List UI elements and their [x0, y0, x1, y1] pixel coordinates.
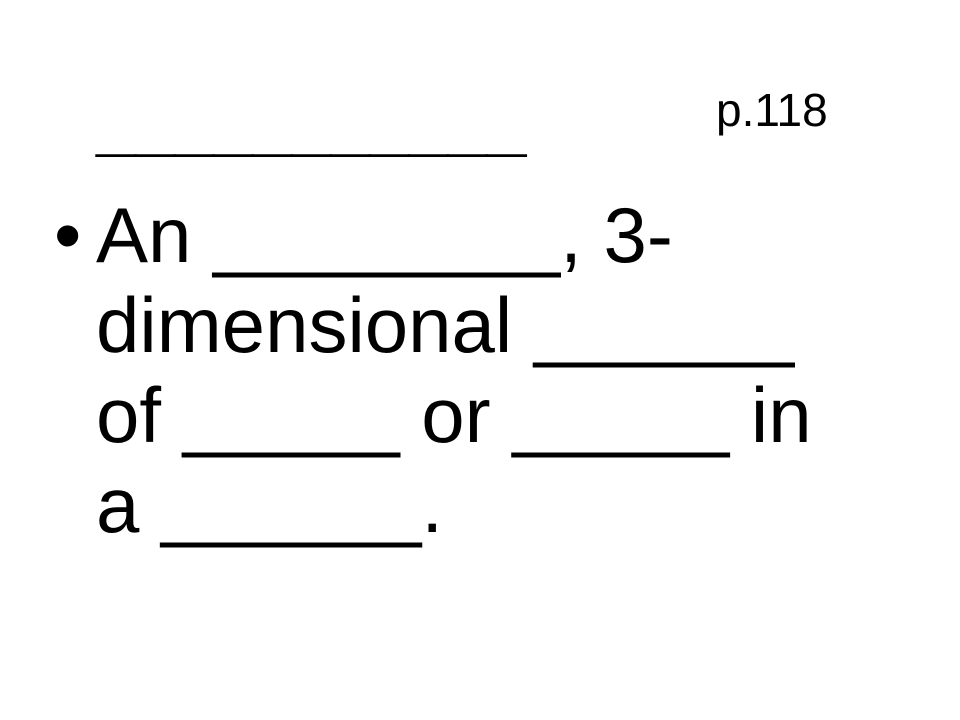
bullet-text-line-2: dimensional ______: [96, 281, 795, 369]
title-blank: ___________: [96, 84, 526, 164]
bullet-text-line-3: of _____ or _____ in: [96, 371, 812, 459]
page-reference: p.118: [716, 84, 828, 136]
bullet-text-line-4: a ______.: [96, 461, 444, 549]
bullet-icon: •: [54, 191, 82, 279]
bullet-text-line-1: An ________, 3-: [96, 191, 673, 279]
